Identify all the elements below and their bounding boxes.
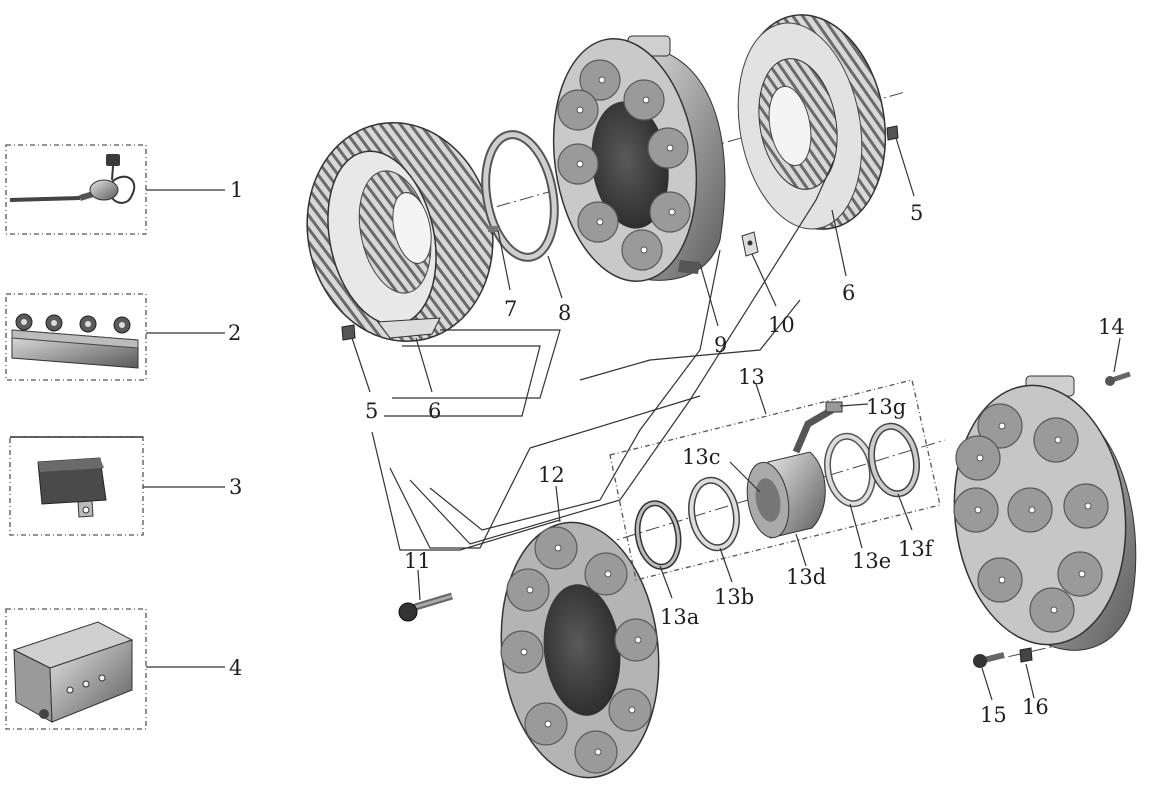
callout-8: 8 (558, 301, 571, 325)
part-13f-ring (868, 422, 920, 498)
nut-left (341, 324, 356, 341)
bolt-14 (1105, 371, 1131, 386)
callout-12: 12 (538, 463, 565, 487)
terminal-strip-drawing (11, 313, 139, 369)
part-13b-ring (688, 476, 740, 552)
housing-right-pads (953, 403, 1109, 633)
callout-3: 3 (229, 475, 242, 499)
callout-13b: 13b (714, 585, 754, 609)
part-13a-clip (634, 500, 682, 570)
callout-16: 16 (1022, 695, 1049, 719)
callout-2: 2 (228, 321, 241, 345)
bolt-15 (973, 652, 1005, 668)
callout-13f: 13f (898, 537, 935, 561)
callout-13e: 13e (852, 549, 891, 573)
small-bracket (741, 231, 759, 257)
callout-13d: 13d (786, 565, 826, 589)
fan-impeller-right (737, 14, 887, 230)
callout-14: 14 (1098, 315, 1125, 339)
part-2-box: 2 (5, 293, 241, 381)
callout-5-right: 5 (910, 201, 923, 225)
nut-right (886, 125, 899, 141)
segmented-disc-lower (500, 521, 660, 779)
part-13d-sensor-body (746, 401, 843, 539)
leader-lines (351, 137, 1121, 701)
sensor-assembly-group (609, 379, 941, 581)
callout-1: 1 (230, 178, 243, 202)
callout-9: 9 (714, 333, 727, 357)
callout-6-right: 6 (842, 281, 855, 305)
callout-10: 10 (768, 313, 795, 337)
housing-pads (557, 59, 691, 271)
callout-5-left: 5 (365, 399, 378, 423)
bolt-11 (398, 592, 454, 622)
fan-impeller-left (306, 121, 494, 343)
control-module-drawing (37, 457, 107, 518)
callout-15: 15 (980, 703, 1007, 727)
callout-labels: 5 6 7 8 9 10 6 5 11 12 13 13a 13b 13c 13… (365, 201, 1125, 727)
callout-6-left: 6 (428, 399, 441, 423)
segmented-housing-upper (552, 35, 726, 282)
sensor-cable-drawing (9, 154, 136, 204)
part-1-box: 1 (5, 144, 243, 235)
callout-13a: 13a (660, 605, 699, 629)
part-4-box: 4 (5, 608, 242, 730)
disc-pads (500, 526, 658, 774)
callout-7: 7 (504, 297, 517, 321)
callout-13c: 13c (682, 445, 720, 469)
callout-13g: 13g (866, 395, 906, 419)
nut-16 (1019, 647, 1033, 663)
callout-11: 11 (404, 549, 431, 573)
junction-box-drawing (12, 621, 134, 723)
seal-ring (481, 130, 559, 262)
segmented-housing-right (953, 375, 1137, 651)
part-3-box: 3 (9, 436, 242, 536)
callout-4: 4 (229, 656, 242, 680)
callout-13: 13 (738, 365, 765, 389)
